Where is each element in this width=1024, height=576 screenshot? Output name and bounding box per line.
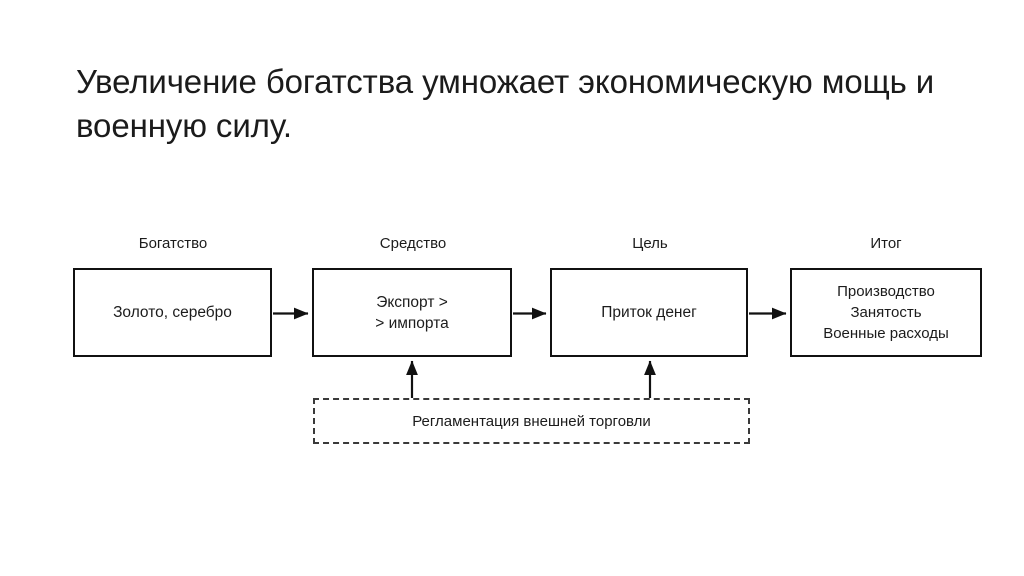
- node-result: Производство Занятость Военные расходы: [790, 268, 982, 357]
- page-title: Увеличение богатства умножает экономичес…: [76, 63, 935, 145]
- node-wealth-label: Золото, серебро: [113, 304, 232, 321]
- node-wealth: Золото, серебро: [73, 268, 272, 357]
- caption-result: Итог: [870, 235, 902, 252]
- node-regulation-label: Регламентация внешней торговли: [412, 412, 651, 430]
- node-goal: Приток денег: [550, 268, 748, 357]
- caption-wealth: Богатство: [138, 235, 208, 252]
- node-regulation: Регламентация внешней торговли: [313, 398, 750, 444]
- node-result-label: Производство Занятость Военные расходы: [823, 283, 949, 342]
- caption-means: Средство: [379, 235, 447, 252]
- caption-goal: Цель: [632, 235, 668, 252]
- node-goal-label: Приток денег: [601, 304, 697, 321]
- node-means: Экспорт > > импорта: [312, 268, 512, 357]
- node-means-label: Экспорт > > импорта: [375, 293, 449, 332]
